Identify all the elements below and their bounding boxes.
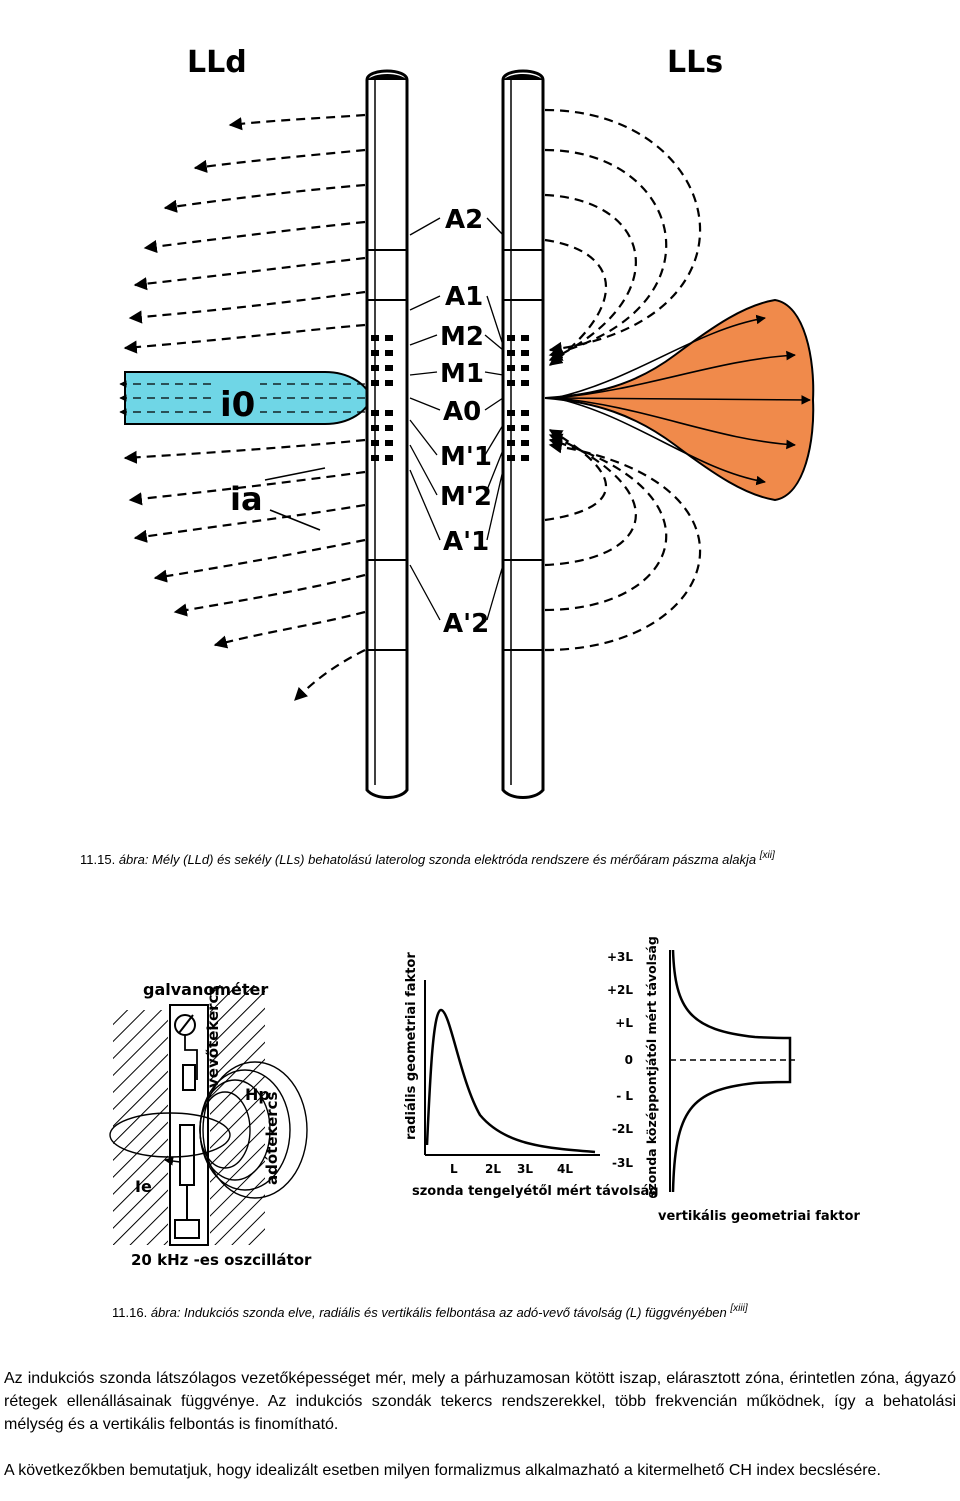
hp-label: Hp (245, 1085, 270, 1104)
caption-number: 11.15. (80, 852, 116, 867)
body-paragraph: Az indukciós szonda látszólagos vezetőké… (4, 1370, 956, 1433)
radial-ylabel: radiális geometriai faktor (404, 952, 419, 1140)
body-paragraph: A következőkben bemutatjuk, hogy idealiz… (4, 1462, 881, 1479)
caption-reference: [xii] (759, 850, 775, 861)
radial-tick: 2L (485, 1162, 501, 1176)
lls-label: LLs (667, 45, 723, 80)
lls-current-loops (544, 108, 702, 652)
ia-label: ia (230, 480, 263, 518)
vertical-factor-graph: +3L +2L +L 0 - L -2L -3L szonda középpon… (607, 936, 861, 1224)
radial-xlabel: szonda tengelyétől mért távolság (412, 1184, 659, 1199)
electrode-label: M'2 (440, 482, 492, 512)
radial-tick: 4L (557, 1162, 573, 1176)
lld-label: LLd (187, 45, 247, 80)
induction-sonde-schematic (109, 985, 308, 1246)
vertical-tick: +2L (607, 983, 633, 997)
radial-factor-graph: L 2L 3L 4L szonda tengelyétől mért távol… (404, 952, 659, 1199)
vertical-xlabel: vertikális geometriai faktor (658, 1209, 860, 1224)
lld-current-lines (123, 113, 366, 701)
caption-number: 11.16. (112, 1305, 148, 1320)
electrode-label: M2 (440, 322, 484, 352)
transmitter-coil-label: adótekercs (263, 1091, 281, 1185)
lls-tool (501, 69, 545, 799)
caption-text: ábra: Mély (LLd) és sekély (LLs) behatol… (118, 852, 757, 867)
vertical-tick: -3L (612, 1156, 633, 1170)
figure-caption-2: 11.16. ábra: Indukciós szonda elve, radi… (112, 1303, 748, 1320)
galvanometer-label: galvanométer (143, 980, 268, 999)
electrode-label: A'1 (443, 527, 489, 557)
induction-figure: galvanométer vevőtekercs adótekercs Hp I… (109, 936, 861, 1269)
ia-pointers (264, 467, 326, 531)
electrode-pointers (409, 217, 504, 621)
receiver-coil-label: vevőtekercs (204, 986, 222, 1088)
ie-label: Ie (135, 1177, 152, 1196)
electrode-label: M1 (440, 359, 484, 389)
lld-tool (365, 69, 409, 799)
vertical-tick: +L (615, 1016, 633, 1030)
caption-text: ábra: Indukciós szonda elve, radiális és… (150, 1305, 727, 1320)
i0-current-beam (119, 371, 373, 425)
electrode-label: A'2 (443, 609, 489, 639)
radial-tick: 3L (517, 1162, 533, 1176)
laterolog-figure: i0 ia (119, 45, 815, 799)
i0-label: i0 (220, 385, 255, 425)
oscillator-label: 20 kHz -es oszcillátor (131, 1251, 312, 1269)
electrode-label: A0 (443, 397, 481, 427)
lls-current-fan (544, 298, 815, 502)
figure-caption-1: 11.15. ábra: Mély (LLd) és sekély (LLs) … (80, 850, 775, 867)
electrode-label: A2 (445, 205, 483, 235)
electrode-label: M'1 (440, 442, 492, 472)
vertical-tick: +3L (607, 950, 633, 964)
electrode-label: A1 (445, 282, 483, 312)
vertical-tick: 0 (625, 1053, 633, 1067)
vertical-tick: - L (616, 1089, 633, 1103)
electrode-labels: A2 A1 M2 M1 A0 M'1 M'2 A'1 A'2 (440, 205, 492, 639)
radial-tick: L (450, 1162, 458, 1176)
vertical-ylabel: szonda középpontjától mért távolság (644, 936, 659, 1198)
caption-reference: [xiii] (730, 1303, 748, 1314)
vertical-tick: -2L (612, 1122, 633, 1136)
